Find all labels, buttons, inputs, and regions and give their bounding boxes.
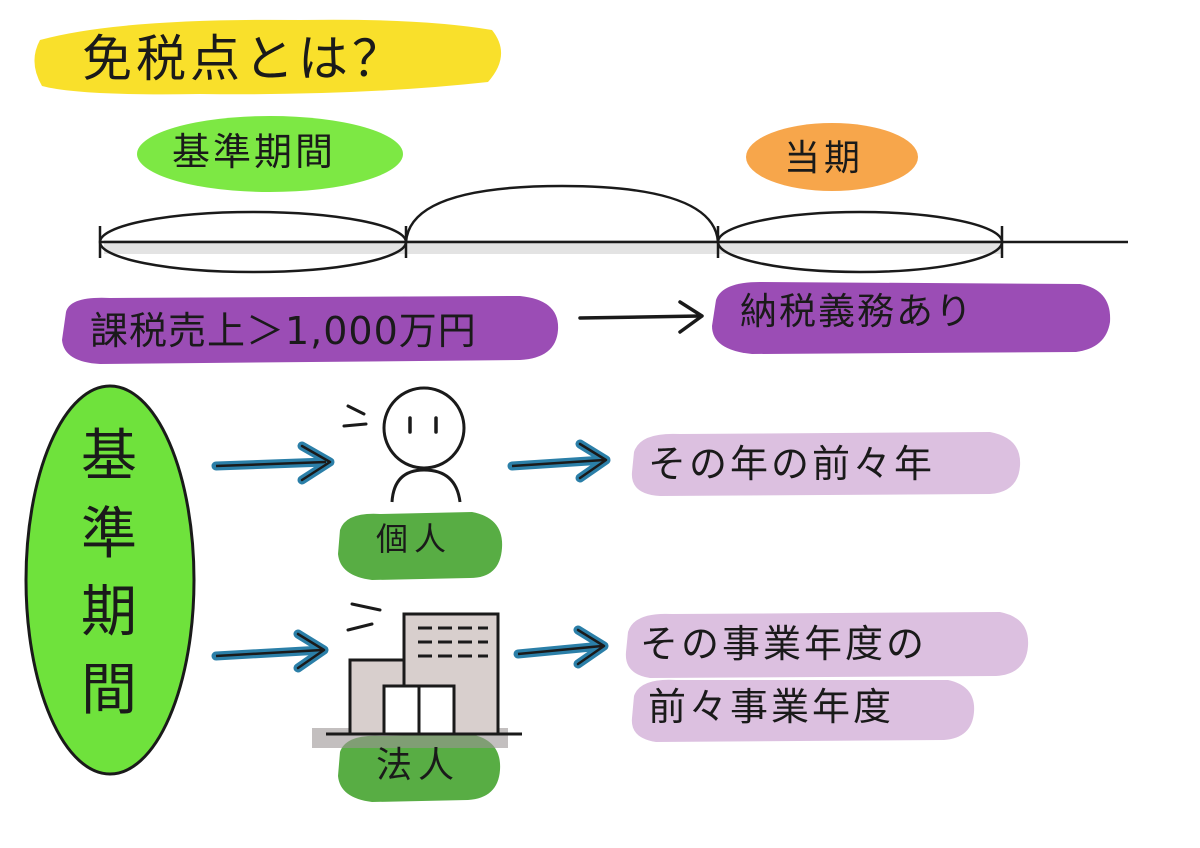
title-highlight (34, 19, 502, 95)
individual-label: 個人 (376, 520, 453, 558)
person-icon (342, 386, 466, 503)
corporation-result-line2: 前々事業年度 (648, 685, 895, 729)
base-period-badge (137, 116, 403, 192)
corporation-result-band-2 (631, 679, 975, 742)
tax-duty-text: 納税義務あり (740, 290, 974, 333)
building-icon (312, 602, 522, 748)
individual-label-bg (338, 512, 503, 580)
duty-band (712, 282, 1111, 354)
arrow-individual-to-result (507, 439, 611, 483)
individual-result-text: その年の前々年 (648, 442, 936, 486)
timeline-shadow (104, 240, 1002, 254)
condition-text: 課税売上＞1,000万円 (90, 309, 477, 353)
condition-band (62, 296, 559, 364)
period-arc-middle (404, 184, 720, 243)
timeline (98, 184, 1128, 274)
arrow-to-individual (211, 441, 335, 485)
arrow-corporation-to-result (513, 625, 609, 669)
arrow-to-corporation (211, 629, 329, 673)
corporation-result-band-1 (625, 612, 1029, 678)
base-period-vertical-label: 基準期間 (81, 424, 137, 723)
condition-arrow (578, 300, 704, 334)
individual-result-band (631, 432, 1021, 496)
base-period-oval (24, 384, 196, 776)
corporation-label: 法人 (376, 745, 461, 786)
corporation-result-line1: その事業年度の (640, 622, 928, 666)
page-title: 免税点とは？ (82, 30, 406, 88)
corporation-label-bg (338, 734, 501, 802)
current-period-badge (746, 123, 918, 191)
period-arc-current (716, 210, 1004, 274)
current-period-label: 当期 (784, 138, 865, 179)
base-period-label: 基準期間 (172, 130, 337, 174)
